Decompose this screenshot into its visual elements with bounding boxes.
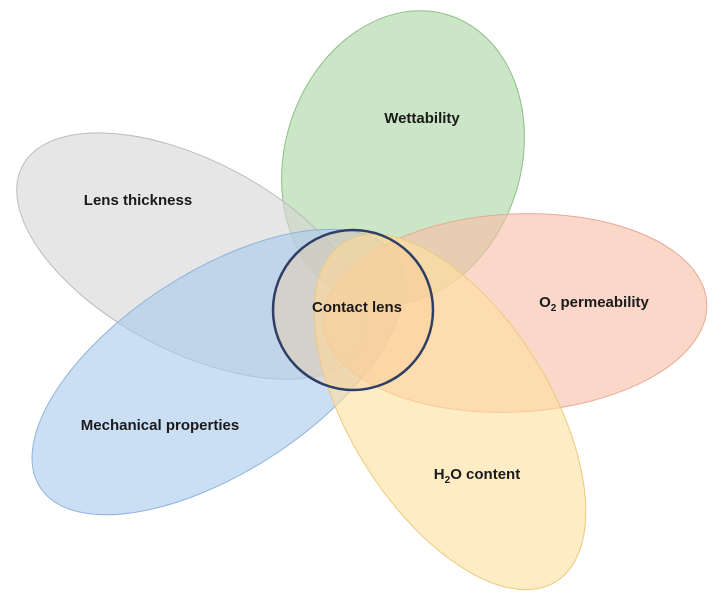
h2o-main: H [434, 466, 445, 483]
label-wettability: Wettability [384, 110, 460, 127]
label-contact-lens: Contact lens [312, 299, 402, 316]
label-mechanical-properties: Mechanical properties [81, 417, 239, 434]
label-h2o-content: H2O content [434, 466, 520, 486]
o2-subscript: 2 [551, 303, 557, 314]
label-o2-permeability: O2 permeability [539, 294, 649, 314]
center-circle [271, 228, 435, 392]
o2-rest: permeability [556, 294, 649, 311]
h2o-subscript: 2 [445, 475, 451, 486]
label-lens-thickness: Lens thickness [84, 192, 192, 209]
petal-h2o-content [313, 233, 587, 591]
h2o-rest: O content [450, 466, 520, 483]
o2-main: O [539, 294, 551, 311]
